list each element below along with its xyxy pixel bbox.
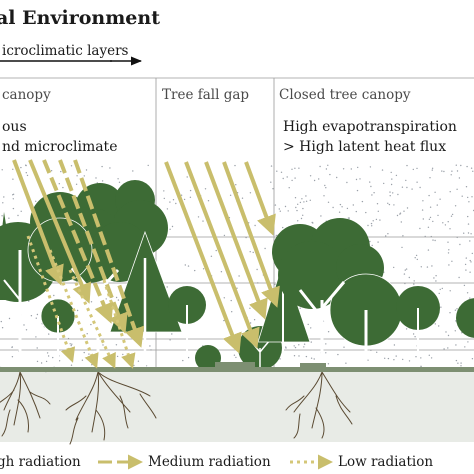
tree-small-round (40, 298, 76, 372)
radiation-arrow-high (28, 159, 92, 304)
radiation-arrow-low (102, 279, 136, 369)
zone-label-closed: Closed tree canopy (279, 87, 411, 103)
shrub-gap-small (195, 345, 221, 371)
ground-vegetation (0, 362, 474, 372)
tree-closed-broadleaf (272, 218, 403, 372)
tree-gap-round (168, 286, 206, 372)
radiation-arrow-high (12, 159, 64, 286)
radiation-arrow-medium (73, 159, 145, 348)
root-system-right (285, 371, 353, 439)
tree-far-right (396, 286, 474, 372)
radiation-arrow-high (184, 161, 260, 349)
figure-title: al Environment (0, 7, 160, 29)
radiation-arrow-medium (42, 159, 114, 324)
radiation-arrow-low (26, 235, 76, 363)
legend: gh radiation Medium radiation Low radiat… (0, 454, 433, 470)
note-left-line1: ous (2, 119, 27, 135)
radiation-arrow-medium (244, 161, 276, 236)
note-right-line2: > High latent heat flux (283, 139, 446, 155)
radiation-arrow-high (204, 161, 268, 320)
note-left-line2: nd microclimate (2, 139, 117, 155)
radiation-arrow-high (164, 161, 242, 354)
zone-label-canopy: canopy (2, 87, 51, 103)
note-right-line1: High evapotranspiration (283, 119, 457, 135)
radiation-arrows (12, 159, 280, 369)
legend-label-medium: Medium radiation (148, 454, 271, 470)
roots (0, 371, 353, 445)
root-system-center-left (65, 371, 157, 445)
legend-label-high: gh radiation (0, 454, 81, 470)
legend-label-low: Low radiation (338, 454, 433, 470)
radiation-arrow-medium (58, 159, 128, 334)
zone-label-gap: Tree fall gap (162, 87, 249, 103)
radiation-arrow-high (222, 161, 280, 308)
root-system-left (0, 371, 51, 437)
layers-subtitle: icroclimatic layers (2, 43, 129, 59)
ground-layer (0, 372, 474, 442)
